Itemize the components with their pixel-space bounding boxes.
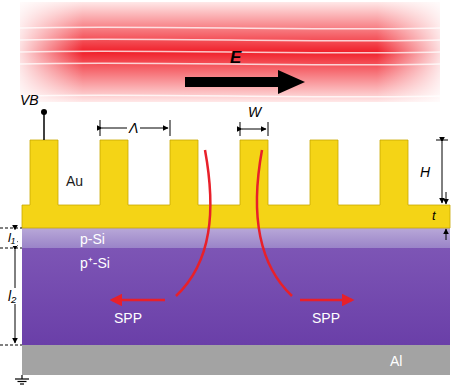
height-label: H: [418, 164, 432, 180]
width-dimension: [240, 122, 268, 136]
layer-label: Au: [66, 173, 83, 189]
p-plus-si-band: p⁺-Si: [22, 248, 450, 345]
layer-dimensions: [15, 230, 16, 343]
layer-guides: [0, 228, 22, 345]
layer-thickness-label: l₁: [6, 230, 17, 246]
width-label: W: [246, 104, 263, 120]
bias-wire: [43, 112, 45, 140]
thickness-label: t: [430, 208, 438, 224]
period-label: Λ: [127, 120, 140, 136]
field-label: E: [228, 50, 243, 66]
light-beam: [20, 2, 440, 102]
p-plus-si-layer: [22, 248, 450, 345]
spp-label: SPP: [112, 310, 144, 326]
thickness-dimension: [446, 192, 447, 240]
layer-label: p-Si: [80, 231, 105, 247]
layer-label: p⁺-Si: [80, 255, 110, 271]
spp-paths: [112, 150, 352, 300]
layer-label: Al: [390, 353, 402, 369]
al-band: Al: [22, 345, 450, 375]
gold-grating: [22, 140, 450, 228]
bias-terminal: [41, 109, 47, 115]
al-contact: [22, 345, 450, 375]
height-dimension: [436, 140, 448, 203]
p-si-layer: [22, 228, 450, 248]
p-si-band: p-Si: [22, 228, 450, 248]
ground-symbol: [15, 375, 29, 384]
field-arrow: [185, 70, 305, 94]
layer-thickness-label: l₂: [6, 288, 18, 304]
gold-layer: Au: [22, 128, 450, 228]
spp-label: SPP: [310, 310, 342, 326]
period-dimension: [100, 120, 170, 136]
bias-label: VB: [18, 92, 41, 108]
